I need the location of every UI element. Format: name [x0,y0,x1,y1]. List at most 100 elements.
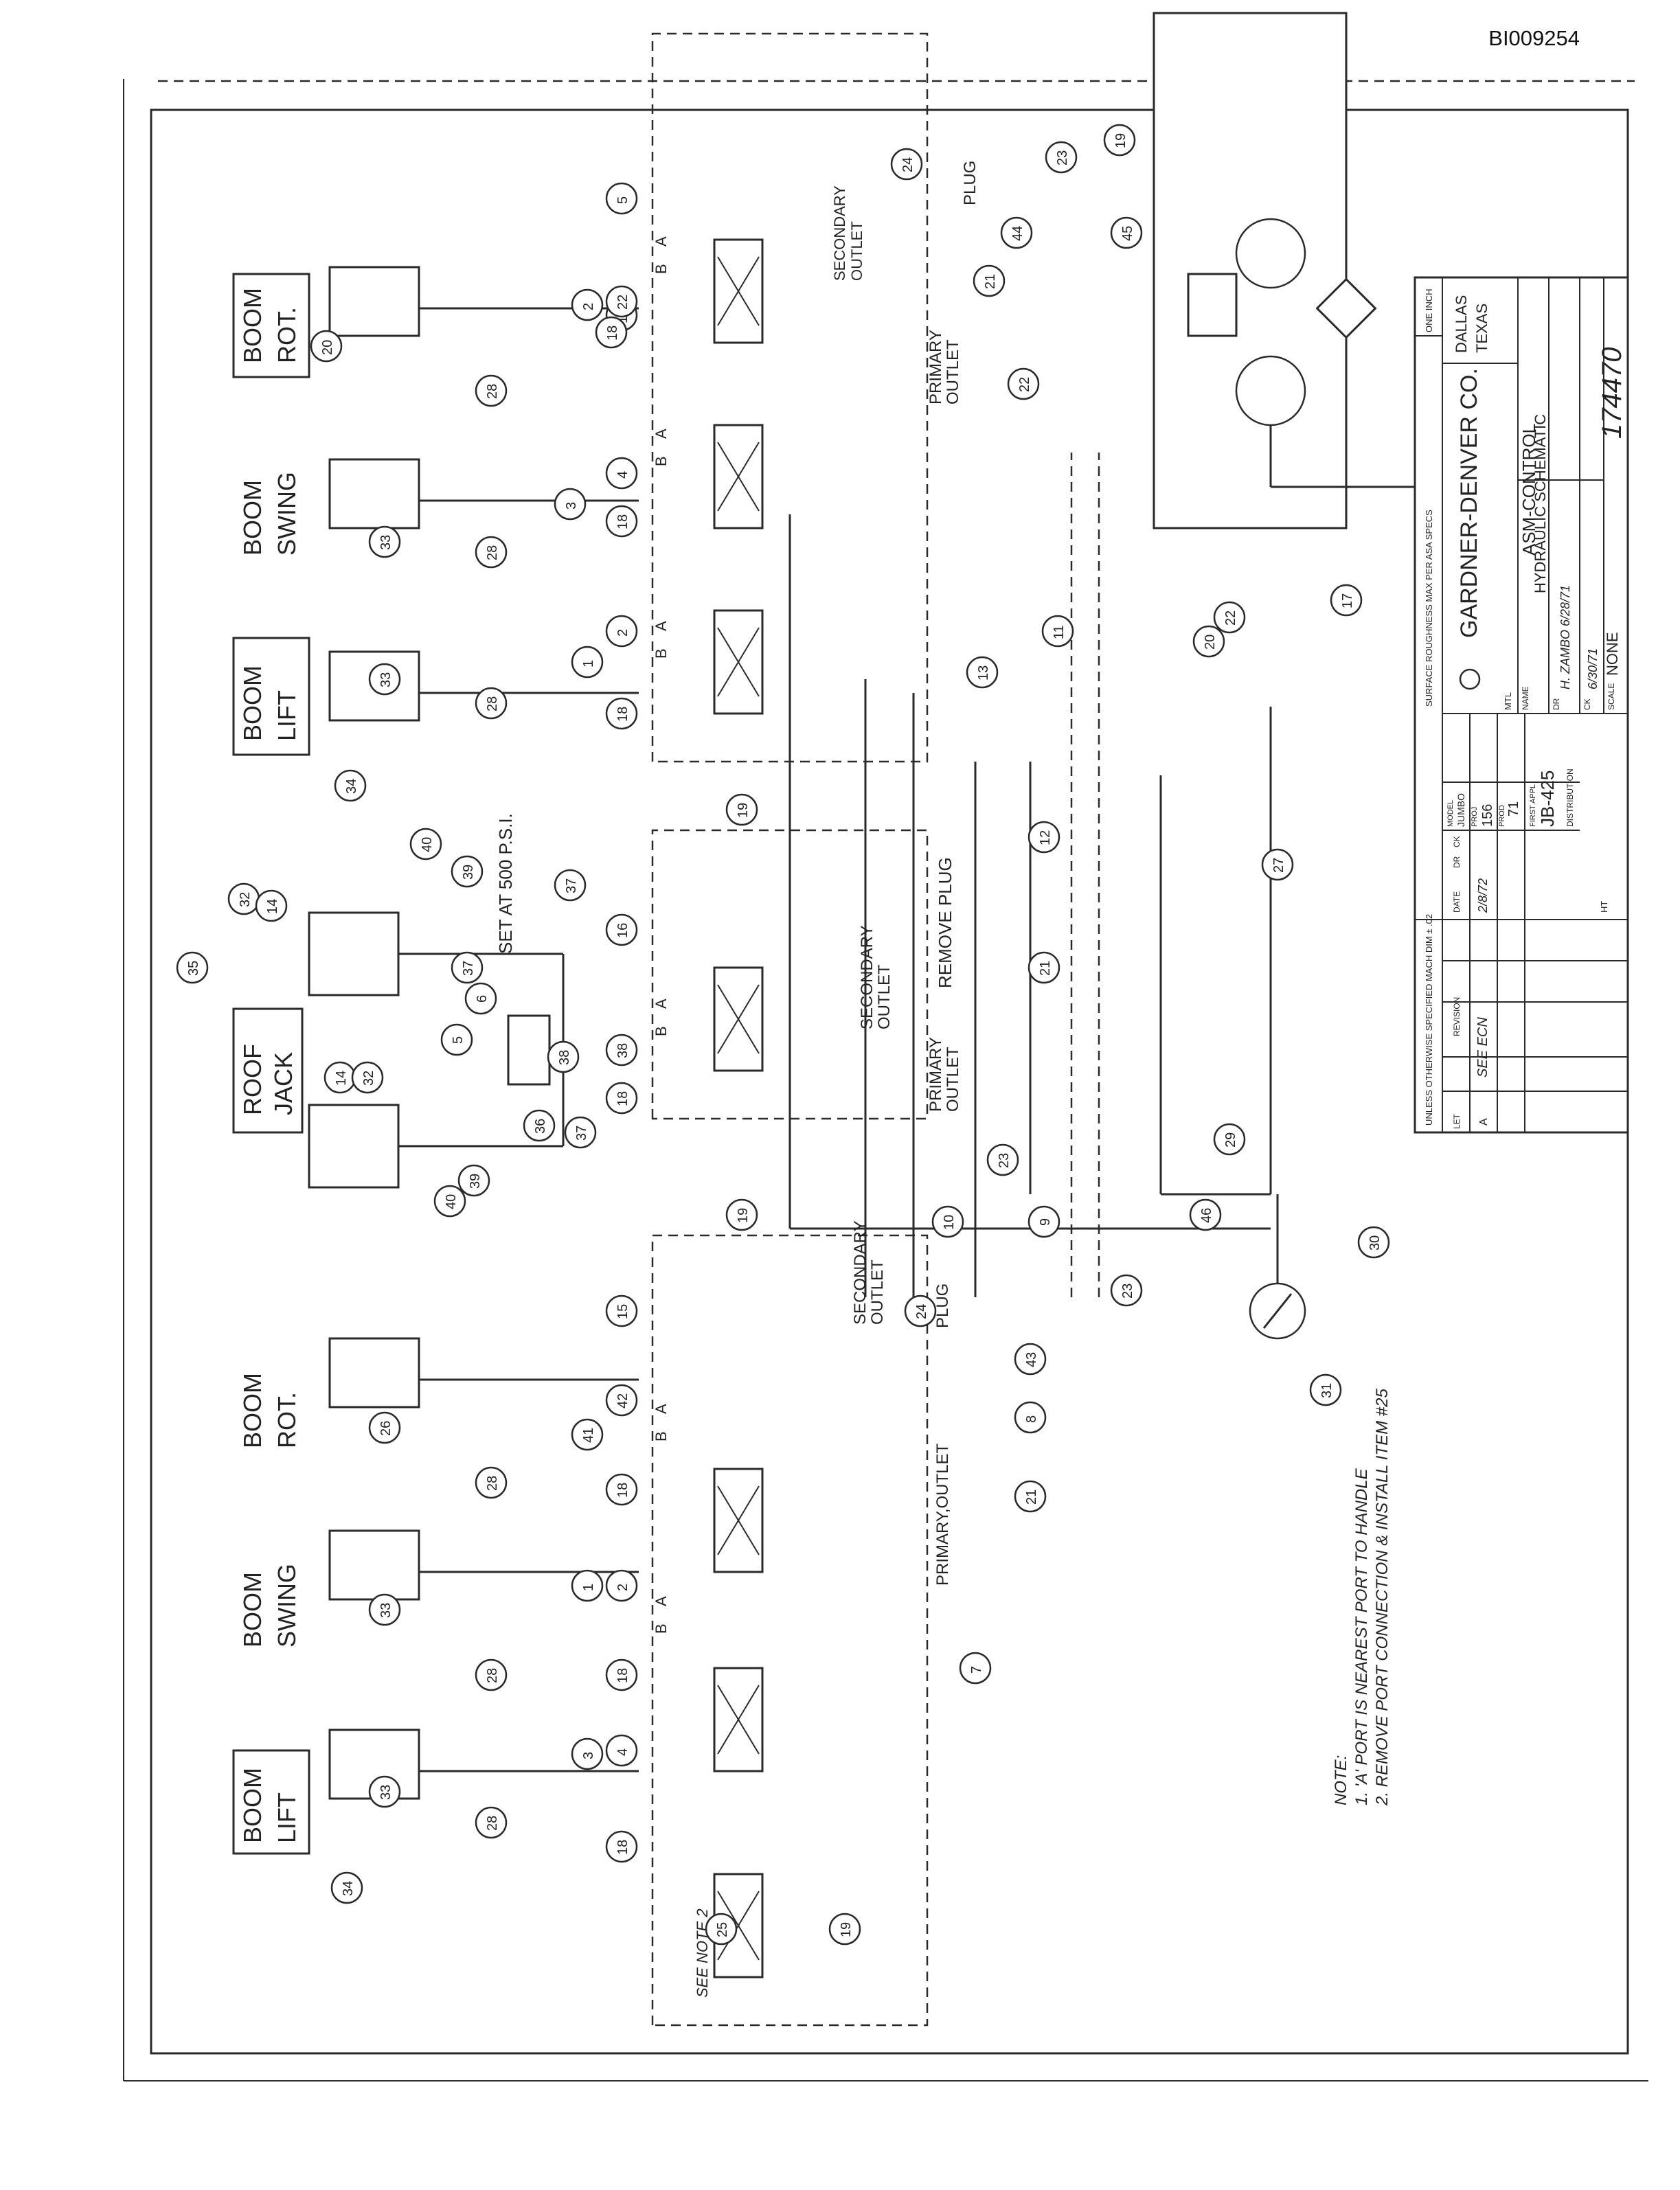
rev-row-description: SEE ECN [1475,1017,1490,1077]
callout-bubble: 28 [485,1816,500,1831]
piping [651,12,1415,2027]
label-bottom-swing-line1: BOOM [238,1572,266,1647]
label-roof-jack-line1: ROOF [238,1044,266,1115]
callout-bubble: 28 [485,696,500,711]
label-primary-outlet-top-1: PRIMARY [927,330,945,404]
callout-bubble: 20 [1203,635,1218,650]
pump-symbol [1235,218,1306,289]
callout-bubble: 8 [1024,1415,1039,1423]
callout-bubble: 9 [1038,1218,1053,1226]
callout-bubble: 19 [1113,133,1128,148]
dr-value: H. ZAMBO 6/28/71 [1558,585,1572,689]
port-b-bottom-rot: B [652,1431,670,1441]
callout-bubble: 11 [1052,625,1067,639]
company-city: DALLAS [1453,295,1470,353]
label-plug-top: PLUG [961,161,979,205]
callout-bubble: 32 [361,1071,376,1086]
callout-bubble: 22 [615,295,631,310]
callout-bubble: 32 [238,892,253,907]
label-top-swing-line2: SWING [273,472,301,556]
proj-value: 156 [1480,804,1495,827]
rev-header-let: LET [1452,1113,1462,1129]
callout-bubble: 12 [1038,830,1053,845]
rev-header-dr: DR [1452,856,1462,868]
callout-bubble: 33 [378,1785,394,1800]
name-line-2: HYDRAULIC SCHEMATIC [1532,414,1549,593]
port-a-bottom-swing: A [652,1596,670,1606]
label-box-top-rot [232,273,310,378]
model-value: JUMBO [1455,793,1466,827]
label-set-pressure: SET AT 500 P.S.I. [495,813,516,954]
callout-bubble: 4 [615,1748,631,1756]
label-bottom-rot-line1: BOOM [238,1373,266,1448]
port-a-top-lift: A [652,621,670,631]
callout-bubble: 13 [976,665,991,681]
callout-bubble: 4 [615,471,631,479]
callout-bubble: 18 [615,707,631,722]
cylinders [308,266,639,1800]
label-top-swing-line1: BOOM [238,480,266,556]
callout-bubble: 46 [1199,1208,1214,1223]
one-inch-label: ONE INCH [1424,288,1434,332]
callout-bubble: 21 [983,274,998,289]
callout-bubble: 3 [564,502,579,510]
label-box-bottom-lift [232,1749,310,1855]
label-plug-bottom: PLUG [933,1284,952,1328]
callout-bubble: 39 [461,865,476,880]
callout-bubble: 38 [615,1043,631,1058]
callout-bubble: 5 [451,1036,466,1044]
callout-bubble: 19 [736,1208,751,1223]
callout-bubble: 28 [485,1476,500,1491]
callout-bubble: 33 [378,1603,394,1618]
callout-bubble: 18 [615,1668,631,1683]
filter-symbol [1315,277,1377,339]
callout-bubble: 25 [715,1922,730,1937]
ck-value: 6/30/71 [1586,648,1600,689]
callout-bubble: 37 [564,878,579,893]
callout-bubble: 37 [574,1126,589,1141]
callout-bubble: 21 [1038,961,1053,976]
prod-label: PROD [1498,805,1506,827]
title-block: SURFACE ROUGHNESS MAX PER ASA SPECS UNLE… [1414,276,1629,1134]
callout-bubble: 14 [334,1071,349,1086]
callout-bubble: 23 [997,1153,1012,1168]
dr-label: DR [1552,698,1561,710]
label-top-rot-line1: BOOM [238,288,266,363]
first-appl-value: JB-425 [1537,771,1558,827]
distribution-label: DISTRIBUTION [1565,768,1575,827]
callout-bubble: 33 [378,672,394,687]
callout-bubble: 45 [1120,226,1135,241]
callout-bubble: 33 [378,535,394,550]
callout-bubble: 16 [615,923,631,938]
callout-bubble: 42 [615,1393,631,1408]
callout-bubble: 22 [1017,377,1032,392]
callout-bubble: 28 [485,384,500,399]
logo-icon [1459,668,1481,690]
document-id: BI009254 [1488,26,1580,50]
callout-bubble: 2 [581,303,596,310]
port-b-middle: B [652,1026,670,1036]
label-bottom-swing-line2: SWING [273,1564,301,1647]
label-secondary-outlet-top-2: OUTLET [848,221,865,281]
valve-bank-right [651,32,929,763]
callout-bubbles: 20 28 33 28 33 28 34 18 18 18 19 4 3 2 1… [176,124,1390,1946]
scale-value: NONE [1604,632,1621,676]
callout-bubble: 34 [344,779,359,794]
name-label: NAME [1521,686,1530,710]
callout-bubble: 6 [475,995,490,1003]
label-bottom-rot-line2: ROT. [273,1392,301,1448]
cylinder-roof-jack-2 [308,911,400,996]
rev-row-date: 2/8/72 [1476,878,1490,913]
port-a-middle: A [652,999,670,1009]
callout-bubble: 10 [942,1215,957,1230]
callout-bubble: 27 [1271,858,1286,873]
note-2: 2. REMOVE PORT CONNECTION & INSTALL ITEM… [1373,1389,1392,1806]
callout-bubble: 24 [914,1304,929,1319]
callout-bubble: 39 [468,1174,483,1189]
ck-label: CK [1582,698,1592,710]
callout-bubble: 34 [341,1881,356,1896]
note-1: 1. 'A' PORT IS NEAREST PORT TO HANDLE [1352,1468,1371,1805]
port-a-top-swing: A [652,429,670,439]
valve-spools [713,238,764,1978]
callout-bubble: 18 [605,326,620,341]
